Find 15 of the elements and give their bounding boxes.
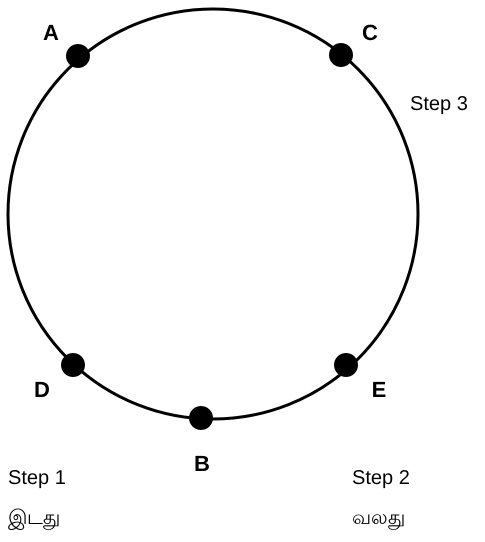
step-label: இடது — [8, 508, 60, 528]
step-label: Step 1 — [8, 468, 66, 488]
point-label: A — [43, 22, 59, 44]
point-dot — [61, 353, 85, 377]
point-dot — [66, 44, 90, 68]
point-label: C — [362, 22, 378, 44]
point-dot — [334, 353, 358, 377]
point-label: D — [34, 379, 50, 401]
step-label: வலது — [352, 508, 405, 528]
step-label: Step 3 — [410, 94, 468, 114]
step-label: Step 2 — [352, 468, 410, 488]
point-dot — [329, 43, 353, 67]
point-dot — [189, 406, 213, 430]
point-label: E — [372, 379, 386, 401]
point-label: B — [194, 453, 210, 475]
